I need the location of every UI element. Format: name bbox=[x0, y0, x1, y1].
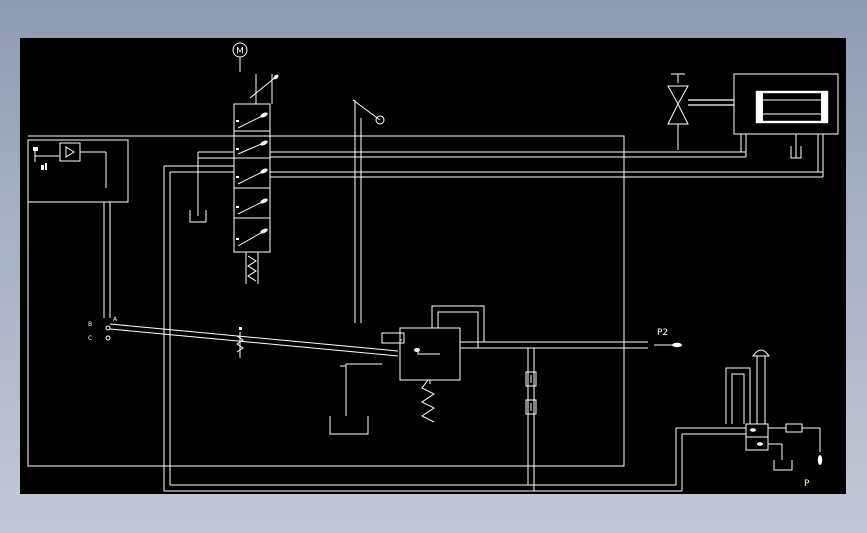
hydraulic-schematic: M bbox=[27, 42, 839, 492]
lever-icon bbox=[352, 99, 385, 323]
marker-upper-label: B bbox=[88, 321, 92, 328]
motor-label: M bbox=[236, 47, 244, 57]
directional-valve-icon bbox=[233, 103, 271, 253]
outlet-label: P2 bbox=[657, 328, 668, 338]
pipe-network bbox=[163, 134, 824, 492]
pressure-gauge-icon bbox=[41, 163, 47, 170]
source-assembly: P bbox=[725, 349, 823, 489]
branch-line bbox=[525, 348, 537, 491]
globe-valve-icon bbox=[667, 73, 734, 150]
valve-spring bbox=[245, 252, 259, 284]
controller-box bbox=[27, 139, 129, 318]
drawing-canvas: M bbox=[20, 38, 846, 494]
motor-icon: M bbox=[232, 42, 248, 72]
relief-valve-icon bbox=[329, 305, 485, 435]
main-frame bbox=[27, 135, 625, 467]
marker-lower-label: C bbox=[88, 335, 92, 342]
tank-icon bbox=[773, 460, 793, 471]
cylinder-icon bbox=[733, 73, 839, 159]
outlet-line: P2 bbox=[460, 328, 682, 349]
marker-a-label: A bbox=[113, 316, 118, 323]
amplifier-icon bbox=[59, 142, 81, 162]
valve-actuator-top bbox=[249, 74, 279, 104]
source-label: P bbox=[804, 479, 810, 489]
signal-link: B C A bbox=[88, 316, 399, 358]
